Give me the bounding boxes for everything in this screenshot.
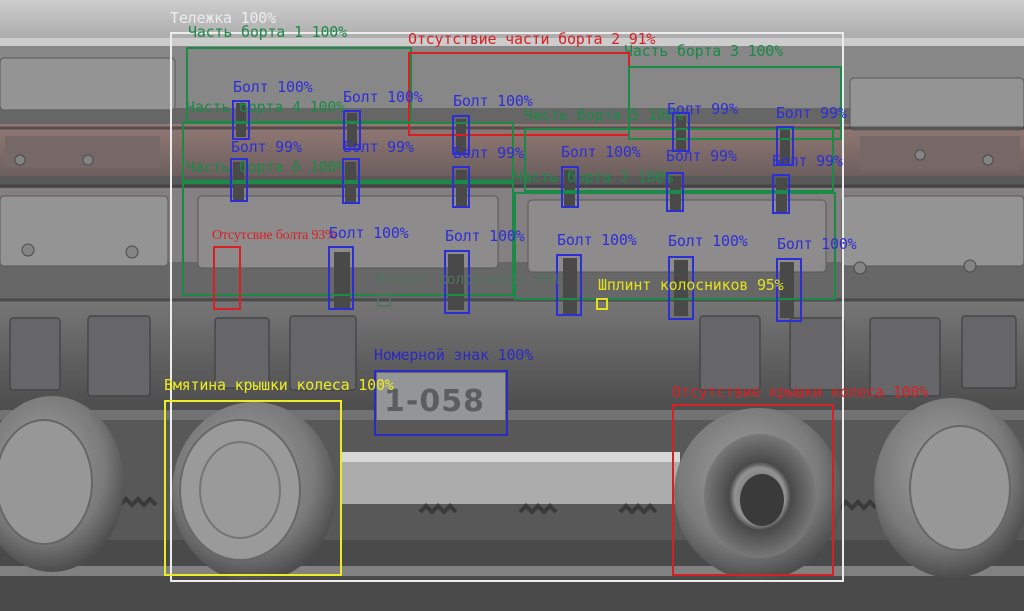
bbox-label-bolt-r1-3: Болт 100% [453, 92, 533, 110]
bbox-label-bolt-r1-2: Болт 100% [343, 88, 423, 106]
bbox-label-bolt-r1-4: Болт 99% [667, 100, 738, 118]
bbox-bolt-r1-4[interactable] [672, 112, 690, 152]
bbox-label-bolt-r2-5: Болт 99% [666, 147, 737, 165]
bbox-bolt-r1-1[interactable] [232, 100, 250, 140]
bbox-label-cotter-pins-1: Шплинт колосников 96% [376, 270, 562, 288]
bbox-label-bolt-r3-1: Болт 100% [329, 224, 409, 242]
bbox-side-part-4[interactable] [182, 122, 514, 182]
bbox-label-bolt-r3-4: Болт 100% [668, 232, 748, 250]
bbox-label-bolt-r3-5: Болт 100% [777, 235, 857, 253]
bbox-label-bolt-r3-3: Болт 100% [557, 231, 637, 249]
bbox-label-side-part-5: Часть борта 5 100% [524, 106, 683, 124]
bbox-bolt-r3-3[interactable] [556, 254, 582, 316]
bbox-bolt-r3-2[interactable] [444, 250, 470, 314]
bbox-missing-wheel-cap[interactable] [672, 404, 834, 576]
bbox-label-bolt-r2-2: Болт 99% [343, 138, 414, 156]
bbox-bolt-r2-1[interactable] [230, 158, 248, 202]
bbox-cotter-pins-2[interactable] [596, 298, 608, 310]
bbox-bolt-r2-5[interactable] [666, 172, 684, 212]
bbox-label-missing-side-part-2: Отсутствие части борта 2 91% [408, 30, 656, 48]
bbox-label-bolt-r2-6: Болт 99% [772, 152, 843, 170]
bbox-side-part-3[interactable] [628, 66, 842, 140]
bbox-bolt-r1-5[interactable] [776, 126, 794, 166]
bbox-wheel-cap-dent[interactable] [164, 400, 342, 576]
bbox-bolt-r3-1[interactable] [328, 246, 354, 310]
bbox-label-bolt-r1-1: Болт 100% [233, 78, 313, 96]
bbox-label-truck: Тележка 100% [170, 9, 276, 27]
bbox-truck[interactable] [170, 32, 844, 582]
bbox-label-side-part-6: Часть борта 6 100% [186, 158, 345, 176]
bbox-label-cotter-pins-2: Шплинт колосников 95% [598, 276, 784, 294]
bbox-bolt-r2-3[interactable] [452, 166, 470, 208]
bbox-side-part-5[interactable] [524, 128, 834, 192]
bbox-label-side-part-7: Часть борта 7 100% [514, 168, 673, 186]
bbox-label-missing-wheel-cap: Отсутствие крышки колеса 100% [672, 383, 929, 401]
bbox-label-bolt-r2-3: Болт 99% [453, 144, 524, 162]
bbox-side-part-6[interactable] [182, 182, 514, 296]
bbox-label-bolt-r2-4: Болт 100% [561, 143, 641, 161]
bbox-bolt-r1-3[interactable] [452, 115, 470, 155]
plate-number-stamp: 1-058 [384, 384, 485, 419]
bbox-bolt-r2-2[interactable] [342, 158, 360, 204]
bbox-bolt-r1-2[interactable] [343, 110, 361, 150]
bbox-bolt-r3-5[interactable] [776, 258, 802, 322]
bbox-label-side-part-4: Часть борта 4 100% [186, 98, 345, 116]
bbox-missing-bolt[interactable] [213, 246, 241, 310]
bbox-side-part-7[interactable] [514, 192, 836, 300]
bbox-bolt-r2-6[interactable] [772, 174, 790, 214]
bbox-label-wheel-cap-dent: Вмятина крышки колеса 100% [164, 376, 394, 394]
bbox-label-side-part-1: Часть борта 1 100% [188, 23, 347, 41]
bbox-bolt-r2-4[interactable] [561, 166, 579, 208]
bbox-label-number-plate: Номерной знак 100% [374, 346, 533, 364]
bbox-number-plate[interactable] [374, 370, 508, 436]
bbox-bolt-r3-4[interactable] [668, 256, 694, 320]
bbox-label-bolt-r2-1: Болт 99% [231, 138, 302, 156]
bbox-label-bolt-r3-2: Болт 100% [445, 227, 525, 245]
bbox-label-missing-bolt: Отсутсвие болта 93% [212, 228, 337, 243]
bbox-label-side-part-3: Часть борта 3 100% [624, 42, 783, 60]
bbox-label-bolt-r1-5: Болт 99% [776, 104, 847, 122]
bbox-cotter-pins-1[interactable] [377, 293, 391, 307]
